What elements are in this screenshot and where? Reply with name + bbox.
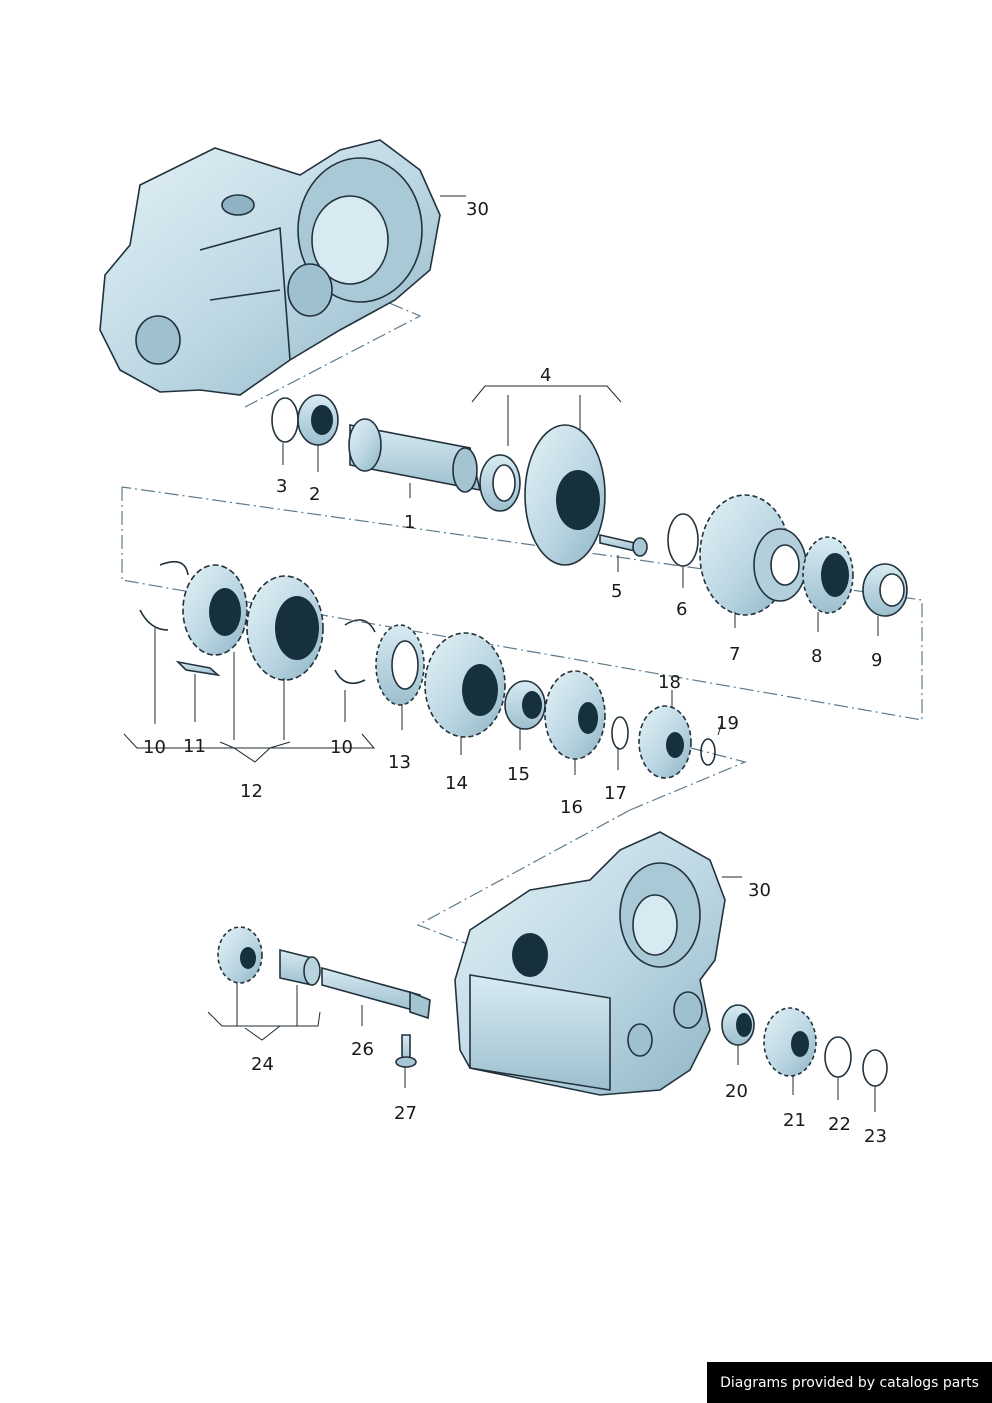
callout-8: 8 <box>811 646 822 667</box>
callout-9: 9 <box>871 650 882 671</box>
shim-6 <box>667 513 699 567</box>
callout-labels: 30 4 3 2 1 5 6 7 8 9 18 19 10 11 10 13 1… <box>143 199 887 1147</box>
bearing-plate-4b <box>524 424 606 566</box>
callout-24: 24 <box>251 1054 274 1075</box>
synchro-hub-12a <box>182 564 248 656</box>
callout-17: 17 <box>604 783 627 804</box>
bearing-2 <box>297 394 339 446</box>
callout-4: 4 <box>540 365 551 386</box>
shaft-26 <box>321 966 431 1020</box>
callout-11: 11 <box>183 736 206 757</box>
callout-19: 19 <box>716 713 739 734</box>
sliding-sleeve-12b <box>246 575 324 681</box>
ring-3 <box>271 397 299 443</box>
bushing-24b <box>279 948 321 986</box>
lower-gearbox-housing <box>454 831 726 1096</box>
callout-27: 27 <box>394 1103 417 1124</box>
circlip-17 <box>611 716 629 750</box>
callout-22: 22 <box>828 1114 851 1135</box>
callout-5: 5 <box>611 581 622 602</box>
callout-14: 14 <box>445 773 468 794</box>
callout-10-left: 10 <box>143 737 166 758</box>
circlip-23 <box>862 1049 888 1087</box>
callout-1: 1 <box>404 512 415 533</box>
needle-bearing-9 <box>862 563 908 617</box>
callout-3: 3 <box>276 476 287 497</box>
circlip-19 <box>700 738 716 766</box>
credit-footer: Diagrams provided by catalogs parts <box>707 1362 992 1403</box>
synchro-ring-13 <box>375 624 425 706</box>
callout-21: 21 <box>783 1110 806 1131</box>
input-shaft-1 <box>348 418 482 493</box>
callout-18: 18 <box>658 672 681 693</box>
callout-2: 2 <box>309 484 320 505</box>
circlip-10-left <box>139 560 189 631</box>
synchro-ring-8 <box>802 536 854 614</box>
callout-26: 26 <box>351 1039 374 1060</box>
leader-lines <box>123 195 879 1112</box>
gear-7 <box>699 494 807 616</box>
circlip-10-right <box>334 619 376 685</box>
callout-10-right: 10 <box>330 737 353 758</box>
upper-gearbox-housing <box>99 139 441 396</box>
bolt-5 <box>599 533 648 557</box>
key-11 <box>175 660 221 677</box>
callout-20: 20 <box>725 1081 748 1102</box>
callout-15: 15 <box>507 764 530 785</box>
callout-16: 16 <box>560 797 583 818</box>
callout-13: 13 <box>388 752 411 773</box>
bolt-27 <box>395 1034 417 1068</box>
gear-18 <box>638 705 692 779</box>
callout-23: 23 <box>864 1126 887 1147</box>
gear-16 <box>544 670 606 760</box>
gear-14 <box>424 632 506 738</box>
callout-30-lower: 30 <box>748 880 771 901</box>
gear-24a <box>217 926 263 984</box>
bearing-20 <box>721 1004 755 1046</box>
needle-bearing-15 <box>504 680 546 730</box>
callout-7: 7 <box>729 644 740 665</box>
callout-6: 6 <box>676 599 687 620</box>
gear-21 <box>763 1007 817 1077</box>
bearing-4a <box>479 454 521 512</box>
callout-12: 12 <box>240 781 263 802</box>
washer-22 <box>824 1036 852 1078</box>
callout-30-upper: 30 <box>466 199 489 220</box>
